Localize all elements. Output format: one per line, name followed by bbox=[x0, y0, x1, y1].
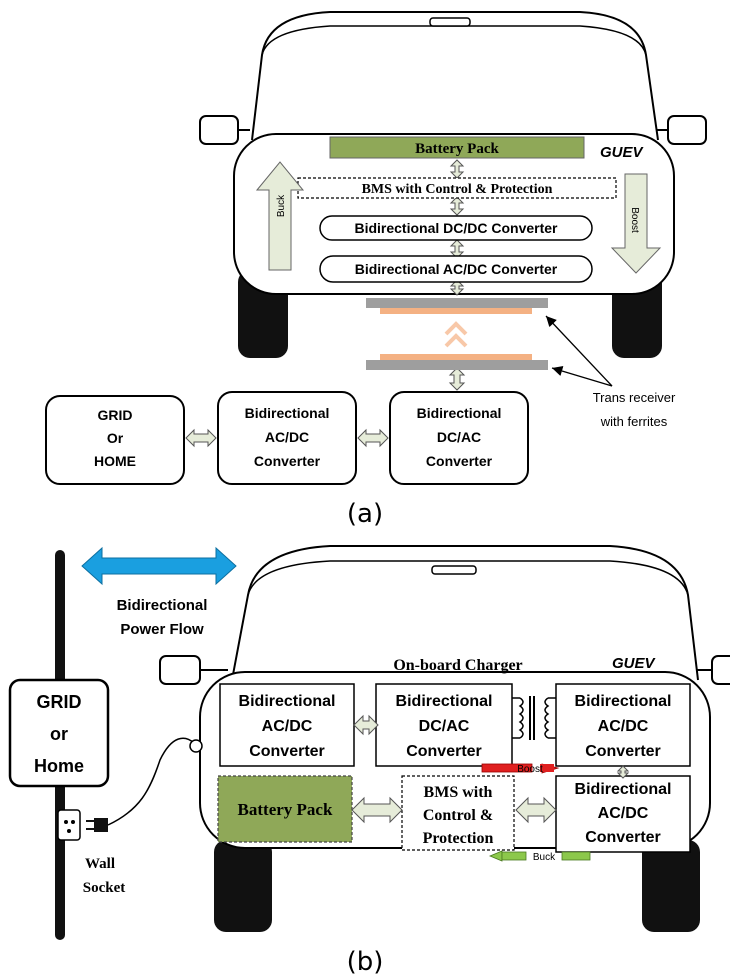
ground-dcac-a-line2: DC/AC bbox=[437, 429, 481, 445]
power-flow-label-2: Power Flow bbox=[120, 621, 204, 638]
ground-dcac-a-line1: Bidirectional bbox=[417, 405, 502, 421]
dcac-b-line2: DC/AC bbox=[419, 718, 470, 735]
ferrite-bottom bbox=[380, 354, 532, 360]
boost-b-label: Boost bbox=[517, 764, 543, 775]
grid-box-a-line1: GRID bbox=[98, 407, 133, 423]
dcdc-converter-a bbox=[319, 215, 593, 241]
grid-home-box-a bbox=[45, 395, 185, 485]
boost-a-label: Boost bbox=[629, 207, 640, 233]
car-roof-b bbox=[231, 545, 699, 681]
mirror-right-b bbox=[711, 655, 730, 685]
acdc-lower-b-line1: Bidirectional bbox=[575, 781, 672, 798]
trans-receiver-label-1: Trans receiver bbox=[593, 390, 676, 405]
acdc-converter-a bbox=[319, 255, 593, 283]
grid-box-a-line3: HOME bbox=[94, 453, 136, 469]
battery-pack-b-label: Battery Pack bbox=[238, 800, 333, 819]
ground-dcac-box-a bbox=[389, 391, 529, 485]
grid-home-box-b bbox=[8, 678, 110, 788]
transmitter-plate-bottom bbox=[366, 360, 548, 370]
bidirectional-power-flow-arrow bbox=[81, 546, 237, 586]
acdc-left-b-line1: Bidirectional bbox=[239, 693, 336, 710]
wall-socket-icon bbox=[57, 809, 81, 841]
wireless-power-chevrons bbox=[444, 321, 468, 348]
plug-icon bbox=[86, 818, 108, 832]
bms-b-line3: Protection bbox=[423, 830, 494, 847]
grid-box-b-line2: or bbox=[50, 724, 68, 744]
grid-box-b-line3: Home bbox=[34, 756, 84, 776]
wall-socket-label-1: Wall bbox=[85, 856, 115, 872]
bms-b-line1: BMS with bbox=[424, 784, 493, 801]
ground-acdc-box-a bbox=[217, 391, 357, 485]
ground-arrows-a bbox=[185, 428, 389, 448]
wheel-right-b bbox=[642, 840, 700, 932]
dcac-box-b bbox=[375, 683, 513, 767]
bms-b-line2: Control & bbox=[423, 807, 493, 824]
acdc-left-b-line3: Converter bbox=[249, 743, 325, 760]
ground-dcac-a-line3: Converter bbox=[426, 453, 493, 469]
acdc-right-b-line2: AC/DC bbox=[598, 718, 649, 735]
figure-a: Battery Pack GUEV BMS with Control & Pro… bbox=[45, 11, 707, 529]
car-roof-a bbox=[251, 11, 659, 141]
charge-port-icon bbox=[189, 739, 203, 753]
wheel-left-b bbox=[214, 840, 272, 932]
transformer-icon bbox=[512, 696, 556, 740]
grid-box-a-line2: Or bbox=[107, 430, 124, 446]
ground-acdc-a-line2: AC/DC bbox=[265, 429, 309, 445]
figure-b: Bidirectional Power Flow GRID or Home Wa… bbox=[8, 545, 730, 977]
bms-a-label: BMS with Control & Protection bbox=[362, 182, 553, 197]
acdc-left-box-b bbox=[219, 683, 355, 767]
battery-pack-a bbox=[329, 136, 585, 159]
buck-a-label: Buck bbox=[276, 194, 287, 217]
buck-b-label: Buck bbox=[533, 852, 556, 863]
trans-receiver-label-2: with ferrites bbox=[600, 414, 668, 429]
acdc-right-box-b bbox=[555, 683, 691, 767]
ground-acdc-a-line3: Converter bbox=[254, 453, 321, 469]
ferrite-top bbox=[380, 308, 532, 314]
buck-arrow-a bbox=[255, 161, 305, 271]
acdc-lower-box-b bbox=[555, 775, 691, 853]
mirror-right-a bbox=[667, 115, 707, 145]
grid-box-b-line1: GRID bbox=[37, 692, 82, 712]
onboard-charger-label: On-board Charger bbox=[393, 657, 522, 674]
acdc-lower-b-line2: AC/DC bbox=[598, 805, 649, 822]
boost-indicator-b: Boost bbox=[481, 763, 560, 775]
acdc-right-b-line3: Converter bbox=[585, 743, 661, 760]
acdc-a-label: Bidirectional AC/DC Converter bbox=[355, 261, 558, 277]
wall-socket-label-2: Socket bbox=[83, 880, 126, 896]
battery-pack-b bbox=[217, 775, 353, 843]
dcac-b-line3: Converter bbox=[406, 743, 482, 760]
dcdc-a-label: Bidirectional DC/DC Converter bbox=[354, 220, 558, 236]
mirror-left-a bbox=[199, 115, 239, 145]
car-body-a bbox=[233, 133, 675, 295]
caption-b: (b) bbox=[347, 947, 384, 977]
dcac-b-line1: Bidirectional bbox=[396, 693, 493, 710]
converter-arrows-b bbox=[351, 714, 630, 824]
charging-cable bbox=[107, 737, 195, 826]
ground-acdc-a-line1: Bidirectional bbox=[245, 405, 330, 421]
buck-indicator-b: Buck bbox=[488, 850, 591, 863]
acdc-right-b-line1: Bidirectional bbox=[575, 693, 672, 710]
bms-box-b bbox=[401, 775, 515, 851]
acdc-left-b-line2: AC/DC bbox=[262, 718, 313, 735]
battery-pack-a-label: Battery Pack bbox=[415, 141, 499, 157]
receiver-plate-top bbox=[366, 298, 548, 308]
caption-a: (a) bbox=[347, 499, 383, 529]
vehicle-label-a: GUEV bbox=[600, 144, 645, 161]
acdc-lower-b-line3: Converter bbox=[585, 829, 661, 846]
mirror-left-b bbox=[159, 655, 201, 685]
power-flow-label-1: Bidirectional bbox=[117, 597, 208, 614]
vehicle-label-b: GUEV bbox=[612, 655, 657, 672]
boost-arrow-a bbox=[610, 173, 662, 274]
